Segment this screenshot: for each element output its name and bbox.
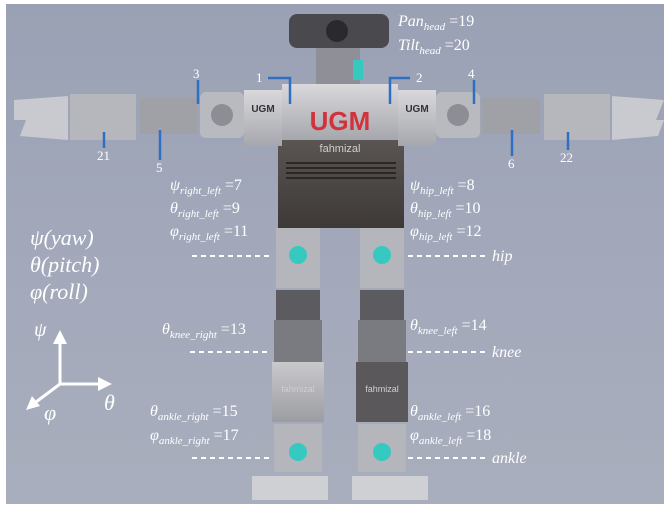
shoulder-horn-left: [211, 104, 233, 126]
upper-arm-right: [482, 98, 540, 134]
tilt-head-label: Tilthead =20: [398, 37, 470, 57]
head: [289, 14, 389, 84]
theta-right-label: θright_left =9: [170, 200, 240, 220]
right-joint-labels: ψright_left =7 θright_left =9 φright_lef…: [150, 177, 248, 447]
axis-phi-label: φ: [44, 400, 56, 425]
phi-hip-label: φhip_left =12: [410, 223, 482, 243]
joint-level-lines: [190, 255, 488, 459]
torso-box: [278, 140, 404, 228]
head-labels: Panhead =19 Tilthead =20: [397, 13, 474, 57]
callout-3: 3: [193, 66, 200, 81]
right-arm: UGM: [398, 90, 664, 146]
phi-ankle-right-label: φankle_right =17: [150, 427, 239, 447]
shin-left: [356, 362, 408, 422]
psi-right-label: ψright_left =7: [170, 177, 242, 197]
neck-servo-horn: [353, 60, 363, 80]
phi-right-label: φright_left =11: [170, 223, 248, 243]
knee-servo-right: [274, 320, 322, 362]
callout-6: 6: [508, 156, 515, 171]
legend-pitch: θ(pitch): [30, 252, 99, 277]
theta-ankle-right-label: θankle_right =15: [150, 403, 238, 423]
up-arrow-icon: [53, 330, 67, 344]
neck-pan-servo: [316, 48, 360, 84]
shin-right: [272, 362, 324, 422]
camera-lens: [326, 20, 348, 42]
axis-psi-label: ψ: [34, 319, 47, 341]
theta-hip-label: θhip_left =10: [410, 200, 481, 220]
callout-1: 1: [256, 70, 263, 85]
thigh-left: [360, 290, 404, 320]
diag-axis: [35, 382, 61, 404]
axis-theta-label: θ: [104, 390, 115, 415]
shin-brand-left: fahmizal: [365, 384, 399, 394]
ugm-logo: UGM: [310, 106, 371, 136]
elbow-servo-right: [544, 94, 610, 140]
callout-lines: [102, 76, 570, 160]
diagram-frame: UGM fahmizal UGM UGM fahmizal: [6, 4, 664, 504]
gripper-left: [14, 96, 68, 140]
legend-yaw: ψ(yaw): [30, 225, 94, 250]
callout-numbers: 1 2 3 4 5 6 21 22: [97, 66, 573, 175]
robot-diagram: UGM fahmizal UGM UGM fahmizal: [14, 13, 664, 500]
shoulder-left: [244, 90, 282, 146]
torso-brand: fahmizal: [320, 143, 361, 155]
shoulder-horn-right: [447, 104, 469, 126]
right-arrow-icon: [98, 377, 112, 391]
right-leg: fahmizal: [252, 228, 328, 500]
gripper-right: [612, 96, 664, 140]
theta-knee-left-label: θknee_left =14: [410, 317, 487, 337]
callout-4: 4: [468, 66, 475, 81]
callout-2: 2: [416, 70, 423, 85]
torso: UGM fahmizal: [278, 84, 404, 228]
ankle-level-label: ankle: [492, 450, 527, 467]
rotation-legend: ψ(yaw) θ(pitch) φ(roll): [30, 225, 99, 304]
hip-horn-right: [289, 246, 307, 264]
left-arm: UGM: [14, 90, 282, 146]
coordinate-axes: ψ θ φ: [26, 319, 115, 425]
callout-5: 5: [156, 160, 163, 175]
pan-head-label: Panhead =19: [397, 13, 474, 33]
diag-arrow-icon: [26, 396, 40, 410]
legend-roll: φ(roll): [30, 279, 88, 304]
torso-vents: [286, 162, 396, 179]
ankle-horn-right: [289, 443, 307, 461]
hip-horn-left: [373, 246, 391, 264]
ankle-horn-left: [373, 443, 391, 461]
chest-plate: [282, 84, 398, 140]
shin-brand-right: fahmizal: [281, 384, 315, 394]
side-label-left: UGM: [251, 104, 274, 115]
upper-arm-left: [140, 98, 198, 134]
theta-knee-right-label: θknee_right =13: [162, 321, 246, 341]
left-leg: fahmizal: [352, 228, 428, 500]
left-joint-labels: ψhip_left =8 θhip_left =10 φhip_left =12…: [410, 177, 491, 447]
shoulder-right: [398, 90, 436, 146]
callout-21: 21: [97, 148, 110, 163]
phi-ankle-left-label: φankle_left =18: [410, 427, 491, 447]
foot-left: [352, 476, 428, 500]
hip-level-label: hip: [492, 248, 512, 265]
side-label-right: UGM: [405, 104, 428, 115]
knee-servo-left: [358, 320, 406, 362]
foot-right: [252, 476, 328, 500]
psi-hip-label: ψhip_left =8: [410, 177, 475, 197]
callout-22: 22: [560, 150, 573, 165]
theta-ankle-left-label: θankle_left =16: [410, 403, 490, 423]
knee-level-label: knee: [492, 344, 521, 361]
thigh-right: [276, 290, 320, 320]
